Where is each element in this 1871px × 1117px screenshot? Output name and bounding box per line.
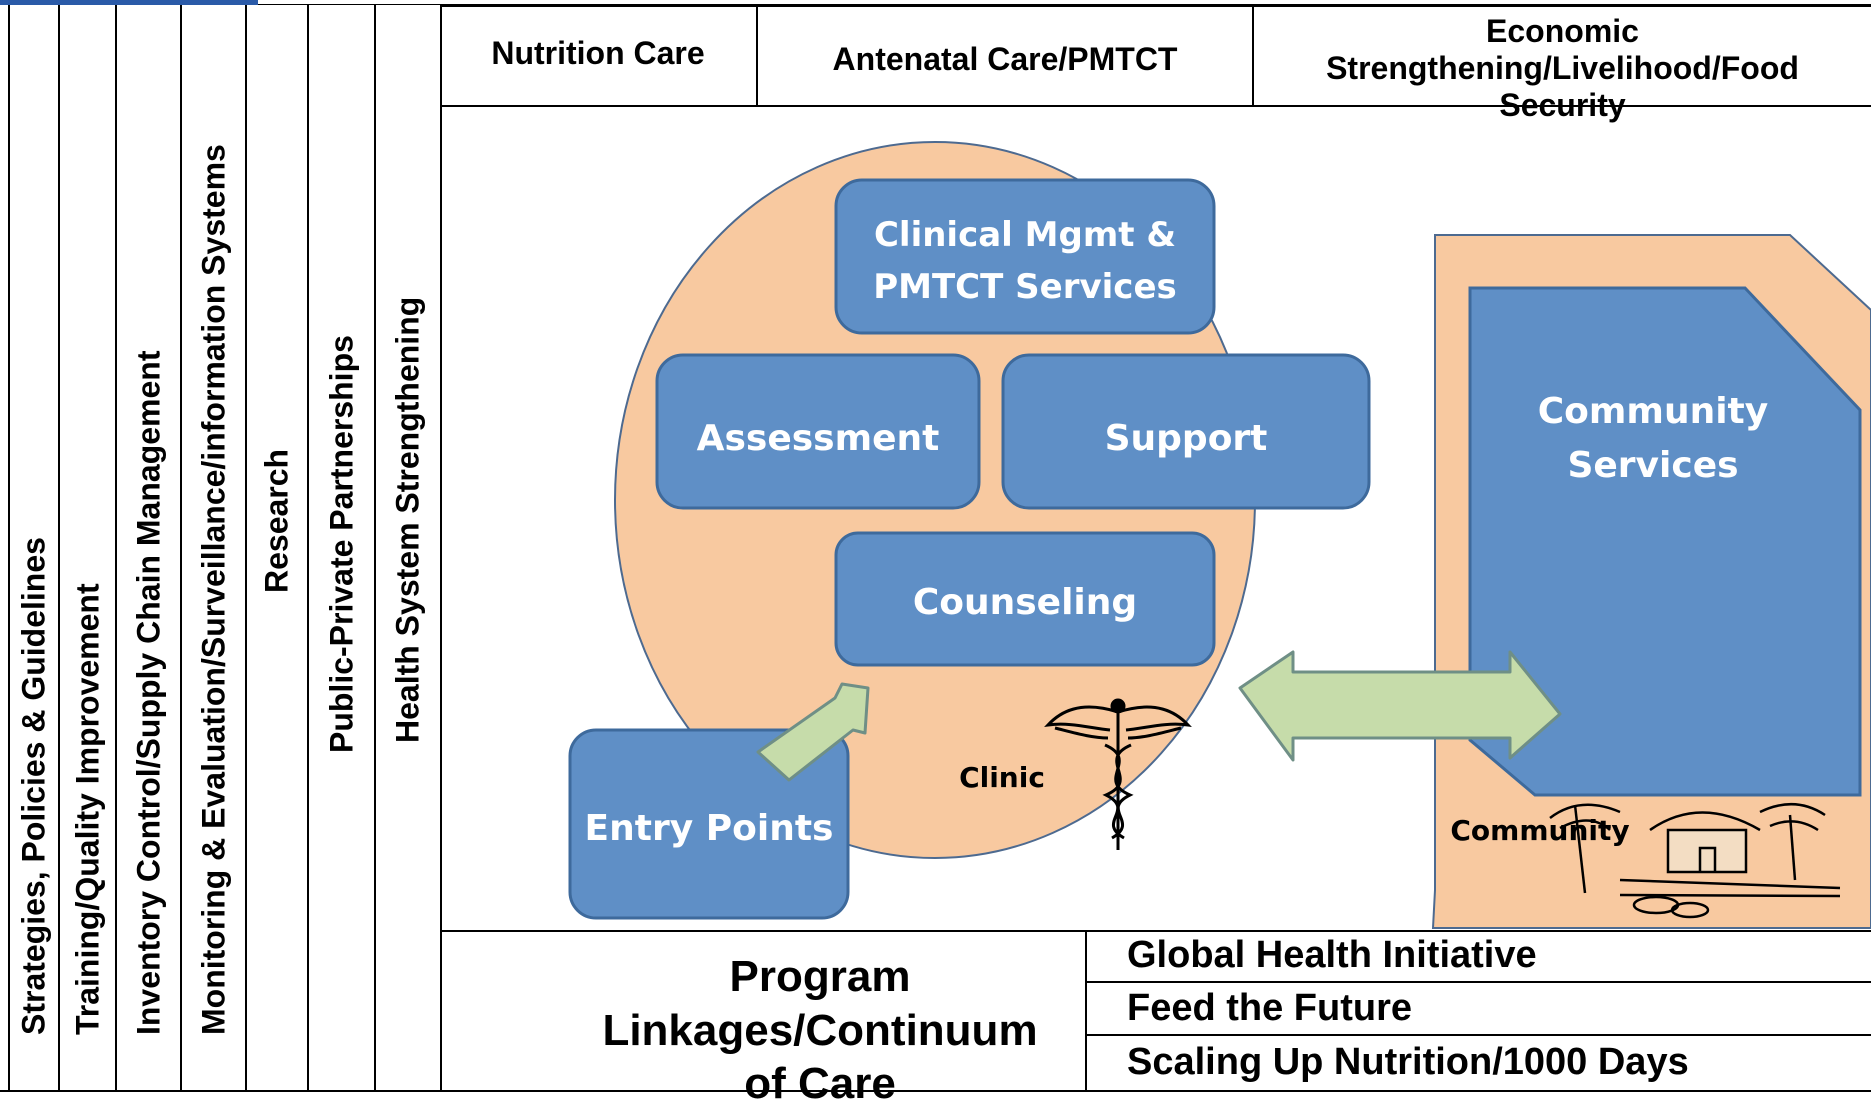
header-row: Nutrition Care Antenatal Care/PMTCT Econ… [440, 5, 1871, 123]
header-antenatal: Antenatal Care/PMTCT [756, 7, 1252, 107]
header-economic-line1: Economic [1486, 13, 1639, 49]
initiative-global-health: Global Health Initiative [1127, 934, 1537, 976]
pillar-strategies: Strategies, Policies & Guidelines [8, 5, 58, 1090]
header-economic: Economic Strengthening/Livelihood/Food S… [1252, 7, 1871, 123]
program-line-3: of Care [744, 1059, 896, 1109]
bottom-divider [440, 930, 1871, 932]
support-label: Support [1105, 418, 1268, 459]
top-border-line [258, 4, 1871, 5]
program-line-2: Linkages/Continuum [602, 1005, 1038, 1055]
initiatives-box: Global Health Initiative Feed the Future… [1085, 930, 1871, 1090]
entry-points-box [568, 728, 850, 920]
initiative-row: Global Health Initiative [1087, 930, 1871, 983]
community-label: Community [1450, 814, 1629, 847]
pillar-right-border [440, 5, 442, 1090]
header-nutrition-care-text: Nutrition Care [491, 34, 705, 71]
pillar-health-system: Health System Strengthening [374, 5, 440, 1090]
entry-points-label: Entry Points [585, 808, 834, 849]
pillar-inventory: Inventory Control/Supply Chain Managemen… [115, 5, 180, 1090]
caduceus-icon [1044, 698, 1192, 850]
initiative-row: Scaling Up Nutrition/1000 Days [1087, 1036, 1871, 1089]
community-services-label-2: Services [1567, 445, 1738, 486]
pillar-monitoring: Monitoring & Evaluation/Surveillance/inf… [180, 5, 245, 1090]
community-services-label-1: Community [1538, 391, 1768, 432]
pillar-research: Research [245, 5, 307, 1090]
support-box [1001, 353, 1371, 510]
entry-arrow [756, 682, 870, 782]
clinical-mgmt-label-2: PMTCT Services [873, 267, 1177, 307]
counseling-label: Counseling [913, 582, 1137, 623]
header-nutrition-care: Nutrition Care [440, 7, 756, 107]
header-economic-line2: Strengthening/Livelihood/Food [1326, 49, 1799, 86]
village-icon [1549, 802, 1841, 919]
program-linkages-label: Program Linkages/Continuum of Care [560, 950, 1080, 1111]
clinical-mgmt-label-1: Clinical Mgmt & [874, 215, 1176, 255]
initiative-feed-the-future: Feed the Future [1127, 987, 1413, 1029]
assessment-box [655, 353, 981, 510]
program-line-1: Program [729, 952, 911, 1001]
community-services-box [1468, 286, 1862, 797]
pillar-training: Training/Quality Improvement [58, 5, 115, 1090]
bottom-border [0, 1090, 1871, 1092]
clinical-mgmt-box [834, 178, 1216, 335]
top-accent-bar [0, 0, 258, 5]
initiative-row: Feed the Future [1087, 983, 1871, 1036]
assessment-label: Assessment [697, 418, 940, 459]
initiative-scaling-up-nutrition: Scaling Up Nutrition/1000 Days [1127, 1041, 1689, 1083]
counseling-box [834, 531, 1216, 667]
header-antenatal-text: Antenatal Care/PMTCT [832, 40, 1178, 77]
header-economic-line3: Security [1499, 86, 1626, 123]
linkage-arrow [1238, 650, 1562, 762]
pillar-public-private: Public-Private Partnerships [307, 5, 374, 1090]
clinic-label: Clinic [959, 761, 1045, 794]
